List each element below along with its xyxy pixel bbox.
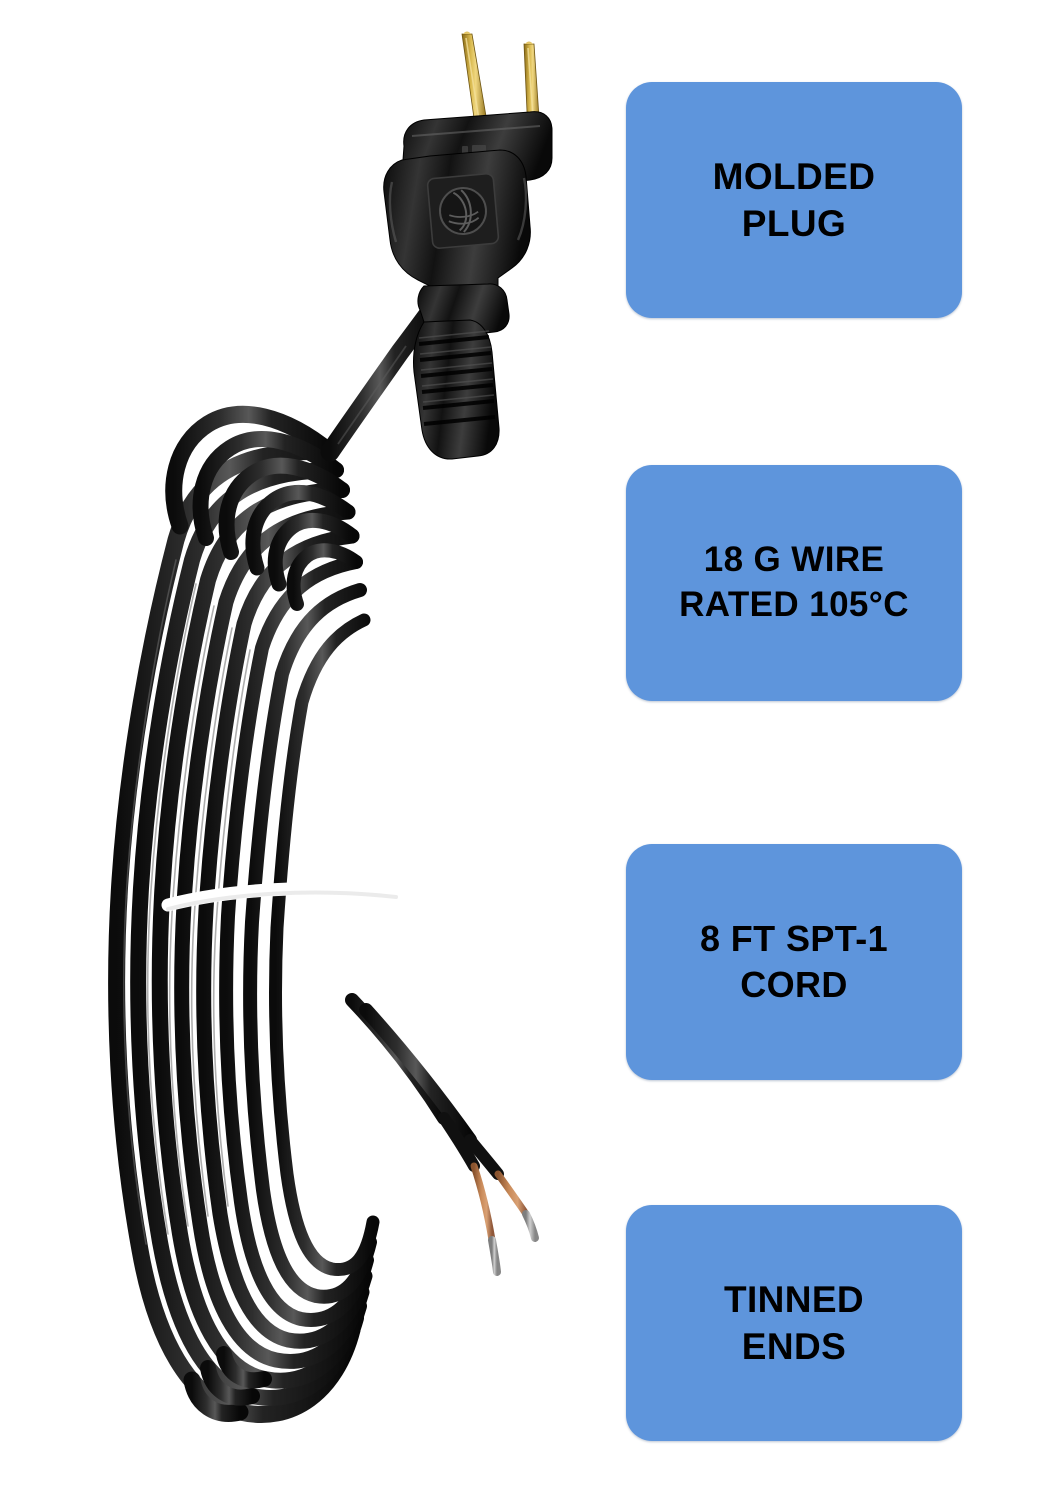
tinned-ends — [345, 993, 539, 1276]
callout-wire-gauge: 18 G WIRE RATED 105°C — [626, 465, 962, 701]
cable-tie — [161, 882, 403, 912]
callout-molded-plug: MOLDED PLUG — [626, 82, 962, 318]
callout-cord-length-label: 8 FT SPT-1 CORD — [699, 917, 889, 1005]
product-photo — [108, 31, 553, 1423]
cord-coil — [108, 405, 380, 1423]
strain-relief — [413, 319, 500, 460]
copper-conductor-right — [494, 1170, 530, 1218]
molded-plug — [383, 31, 553, 460]
plug-logo — [439, 187, 487, 235]
callout-column: MOLDED PLUG 18 G WIRE RATED 105°C 8 FT S… — [626, 0, 962, 1500]
tinned-tip-left — [488, 1236, 501, 1276]
callout-tinned-ends-label: TINNED ENDS — [723, 1278, 865, 1367]
callout-tinned-ends: TINNED ENDS — [626, 1205, 962, 1441]
callout-molded-plug-label: MOLDED PLUG — [712, 155, 876, 244]
cord-to-plug — [320, 296, 444, 462]
callout-wire-gauge-label: 18 G WIRE RATED 105°C — [679, 540, 909, 624]
power-cord-illustration — [108, 31, 553, 1423]
callout-cord-length: 8 FT SPT-1 CORD — [626, 844, 962, 1080]
cord-highlights — [122, 559, 251, 1245]
copper-conductor-left — [470, 1162, 496, 1244]
tinned-tip-right — [522, 1210, 539, 1242]
